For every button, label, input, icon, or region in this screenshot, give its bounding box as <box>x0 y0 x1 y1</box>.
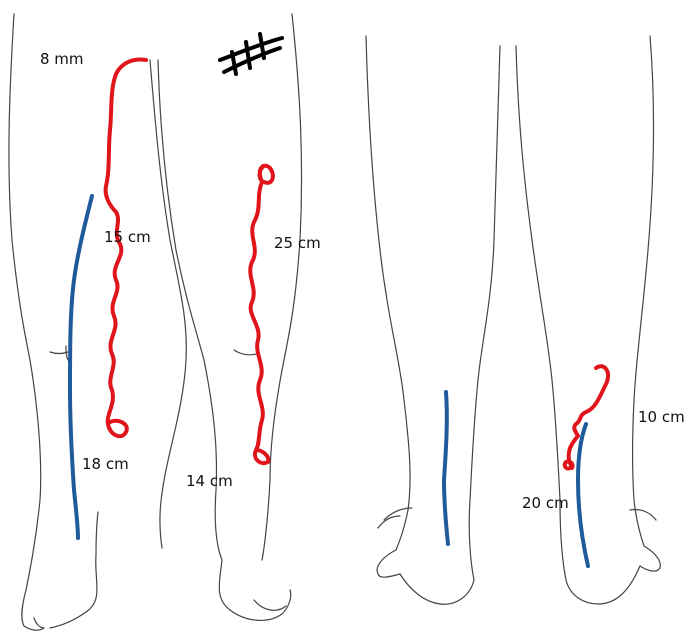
front-leg-right-outline <box>158 14 302 620</box>
label-10cm: 10 cm <box>638 408 685 426</box>
label-15cm: 15 cm <box>104 228 151 246</box>
hash-mark-icon <box>220 34 282 74</box>
varicose-vein-front-right <box>106 60 146 437</box>
varicose-vein-front-left <box>250 166 273 463</box>
blue-line-front-right <box>70 196 92 538</box>
label-20cm: 20 cm <box>522 494 569 512</box>
label-8mm: 8 mm <box>40 50 84 68</box>
blue-line-back-left <box>578 424 588 566</box>
blue-line-back-right <box>444 392 448 544</box>
back-leg-left-outline <box>366 36 500 604</box>
back-leg-right-outline <box>516 36 660 604</box>
varicose-vein-back-left <box>565 366 608 468</box>
label-18cm: 18 cm <box>82 455 129 473</box>
label-25cm: 25 cm <box>274 234 321 252</box>
label-14cm: 14 cm <box>186 472 233 490</box>
